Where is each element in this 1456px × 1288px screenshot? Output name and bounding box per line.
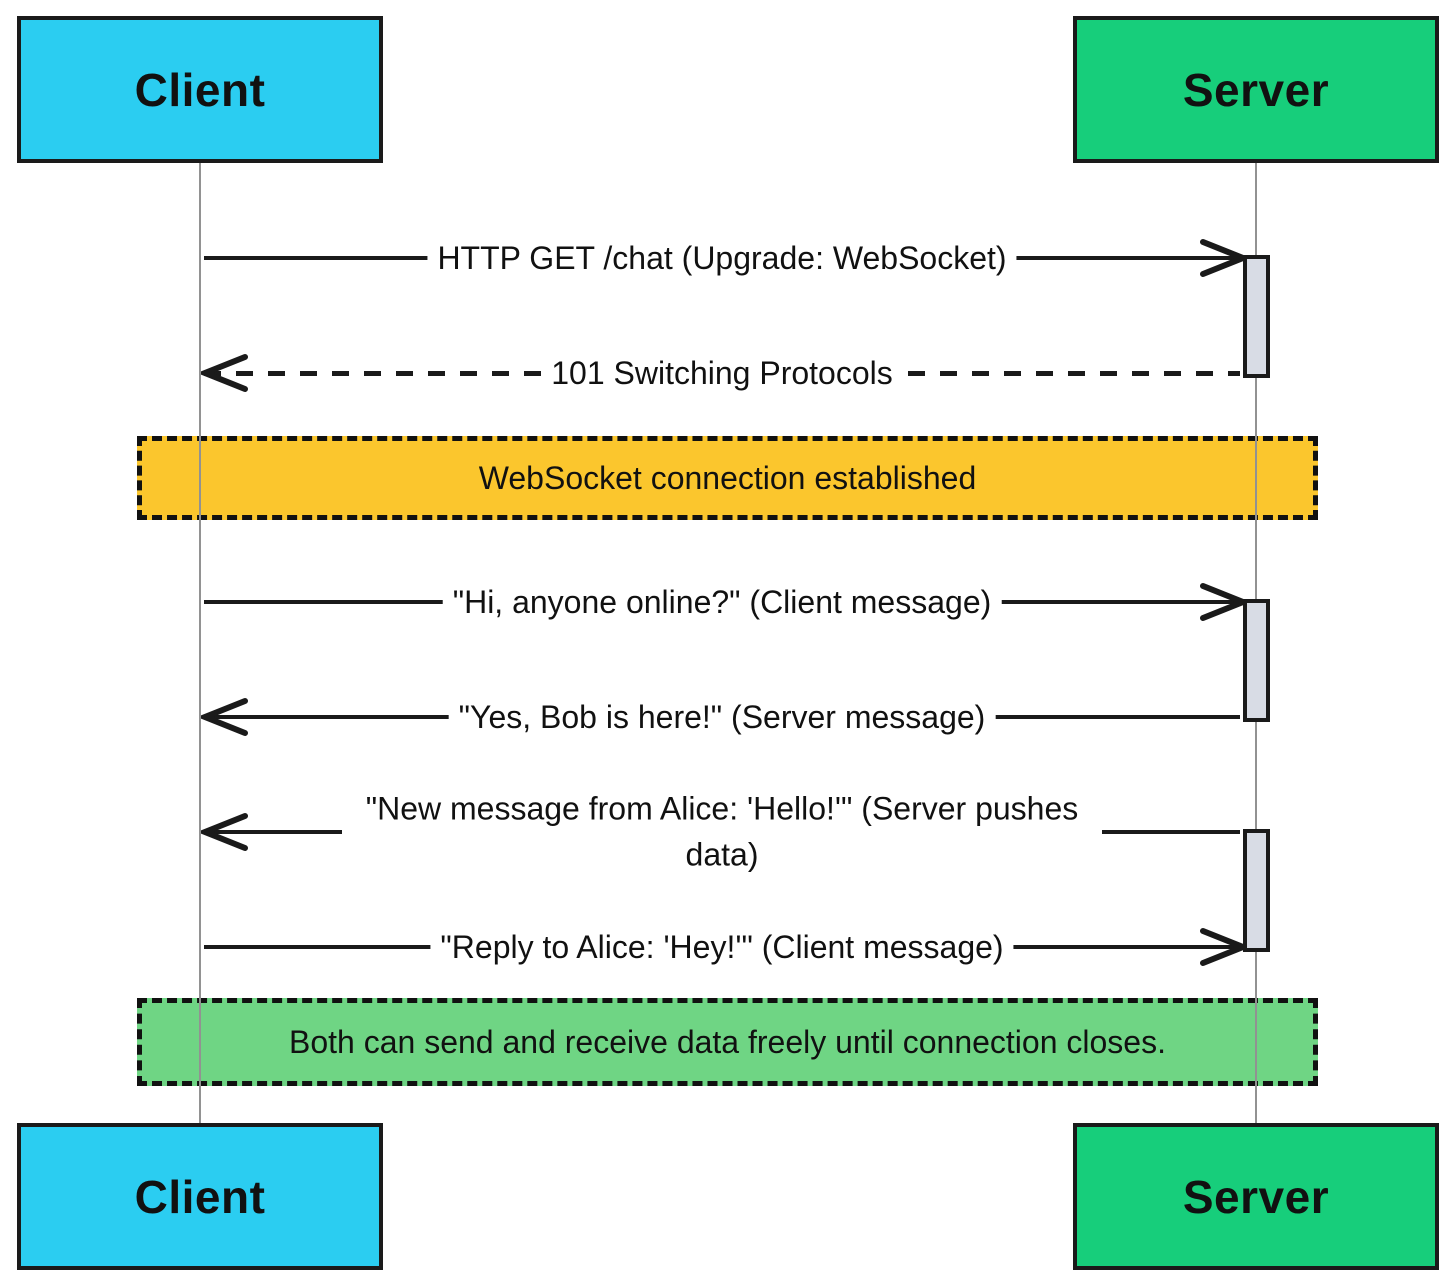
arrowhead-right-icon [1200,239,1247,277]
actor-label: Client [134,1170,266,1223]
note-websocket-established: WebSocket connection established [137,436,1318,520]
arrowhead-left-icon [201,698,248,736]
note-label: Both can send and receive data freely un… [289,1023,1166,1060]
client-lifeline [199,163,201,1123]
arrowhead-right-icon [1200,928,1247,966]
actor-label: Server [1182,1170,1330,1223]
activation-bar [1243,599,1270,722]
message-label: "Hi, anyone online?" (Client message) [442,575,1002,629]
actor-client-bottom: Client [17,1123,383,1270]
actor-server-top: Server [1073,16,1439,163]
arrowhead-right-icon [1200,583,1247,621]
actor-label: Client [134,63,266,116]
actor-client-top: Client [17,16,383,163]
message-label: HTTP GET /chat (Upgrade: WebSocket) [427,231,1017,285]
message-label: "Yes, Bob is here!" (Server message) [448,690,996,744]
activation-bar [1243,255,1270,378]
actor-server-bottom: Server [1073,1123,1439,1270]
actor-label: Server [1182,63,1330,116]
arrowhead-left-icon [201,354,248,392]
note-bidirectional: Both can send and receive data freely un… [137,998,1318,1086]
message-label: "Reply to Alice: 'Hey!'" (Client message… [430,920,1014,974]
message-label: 101 Switching Protocols [541,346,903,400]
activation-bar [1243,829,1270,952]
note-label: WebSocket connection established [478,459,977,496]
arrowhead-left-icon [201,813,248,851]
message-label: "New message from Alice: 'Hello!'" (Serv… [342,782,1102,882]
